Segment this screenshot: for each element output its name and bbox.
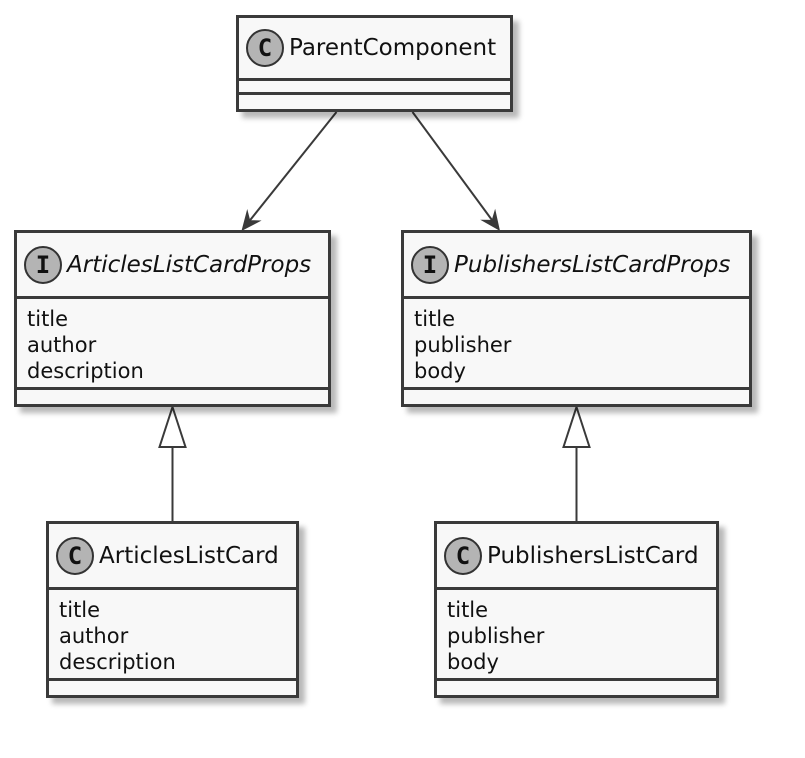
interface-methods [404, 390, 749, 404]
field: description [59, 650, 176, 674]
field: publisher [447, 624, 545, 648]
class-methods [437, 681, 716, 695]
field: title [447, 598, 489, 622]
association-edge [243, 111, 338, 228]
field: author [59, 624, 129, 648]
class-fields: title publisher body [437, 590, 716, 681]
realization-triangle [562, 403, 591, 448]
interface-methods [17, 390, 328, 404]
class-fields: title author description [49, 590, 296, 681]
class-name: PublishersListCard [487, 542, 699, 569]
interface-name: PublishersListCardProps [454, 251, 731, 278]
association-edge [411, 111, 498, 228]
interface-articles-list-card-props[interactable]: I ArticlesListCardProps title author des… [14, 230, 331, 407]
class-stereotype-icon: C [444, 536, 482, 575]
field: title [414, 307, 456, 331]
class-stereotype-icon: C [56, 536, 94, 575]
field: title [27, 307, 69, 331]
class-publishers-list-card[interactable]: C PublishersListCard title publisher bod… [434, 521, 719, 698]
class-methods [239, 95, 510, 109]
realization-triangle [158, 403, 187, 448]
interface-fields: title publisher body [404, 299, 749, 390]
class-fields [239, 81, 510, 95]
field: body [414, 359, 466, 383]
interface-stereotype-icon: I [411, 245, 449, 284]
class-articles-list-card[interactable]: C ArticlesListCard title author descript… [46, 521, 299, 698]
class-header: C ParentComponent [239, 18, 510, 81]
class-stereotype-icon: C [246, 29, 284, 67]
interface-header: I ArticlesListCardProps [17, 233, 328, 299]
field: title [59, 598, 101, 622]
interface-stereotype-icon: I [24, 245, 62, 284]
class-header: C ArticlesListCard [49, 524, 296, 590]
interface-header: I PublishersListCardProps [404, 233, 749, 299]
field: author [27, 333, 97, 357]
class-header: C PublishersListCard [437, 524, 716, 590]
association-arrowhead [241, 208, 262, 231]
class-name: ArticlesListCard [99, 542, 279, 569]
interface-publishers-list-card-props[interactable]: I PublishersListCardProps title publishe… [401, 230, 752, 407]
field: body [447, 650, 499, 674]
class-parent-component[interactable]: C ParentComponent [236, 15, 513, 112]
class-methods [49, 681, 296, 695]
association-arrowhead [480, 208, 501, 231]
field: publisher [414, 333, 512, 357]
interface-name: ArticlesListCardProps [67, 251, 312, 278]
interface-fields: title author description [17, 299, 328, 390]
field: description [27, 359, 144, 383]
class-name: ParentComponent [289, 35, 497, 61]
